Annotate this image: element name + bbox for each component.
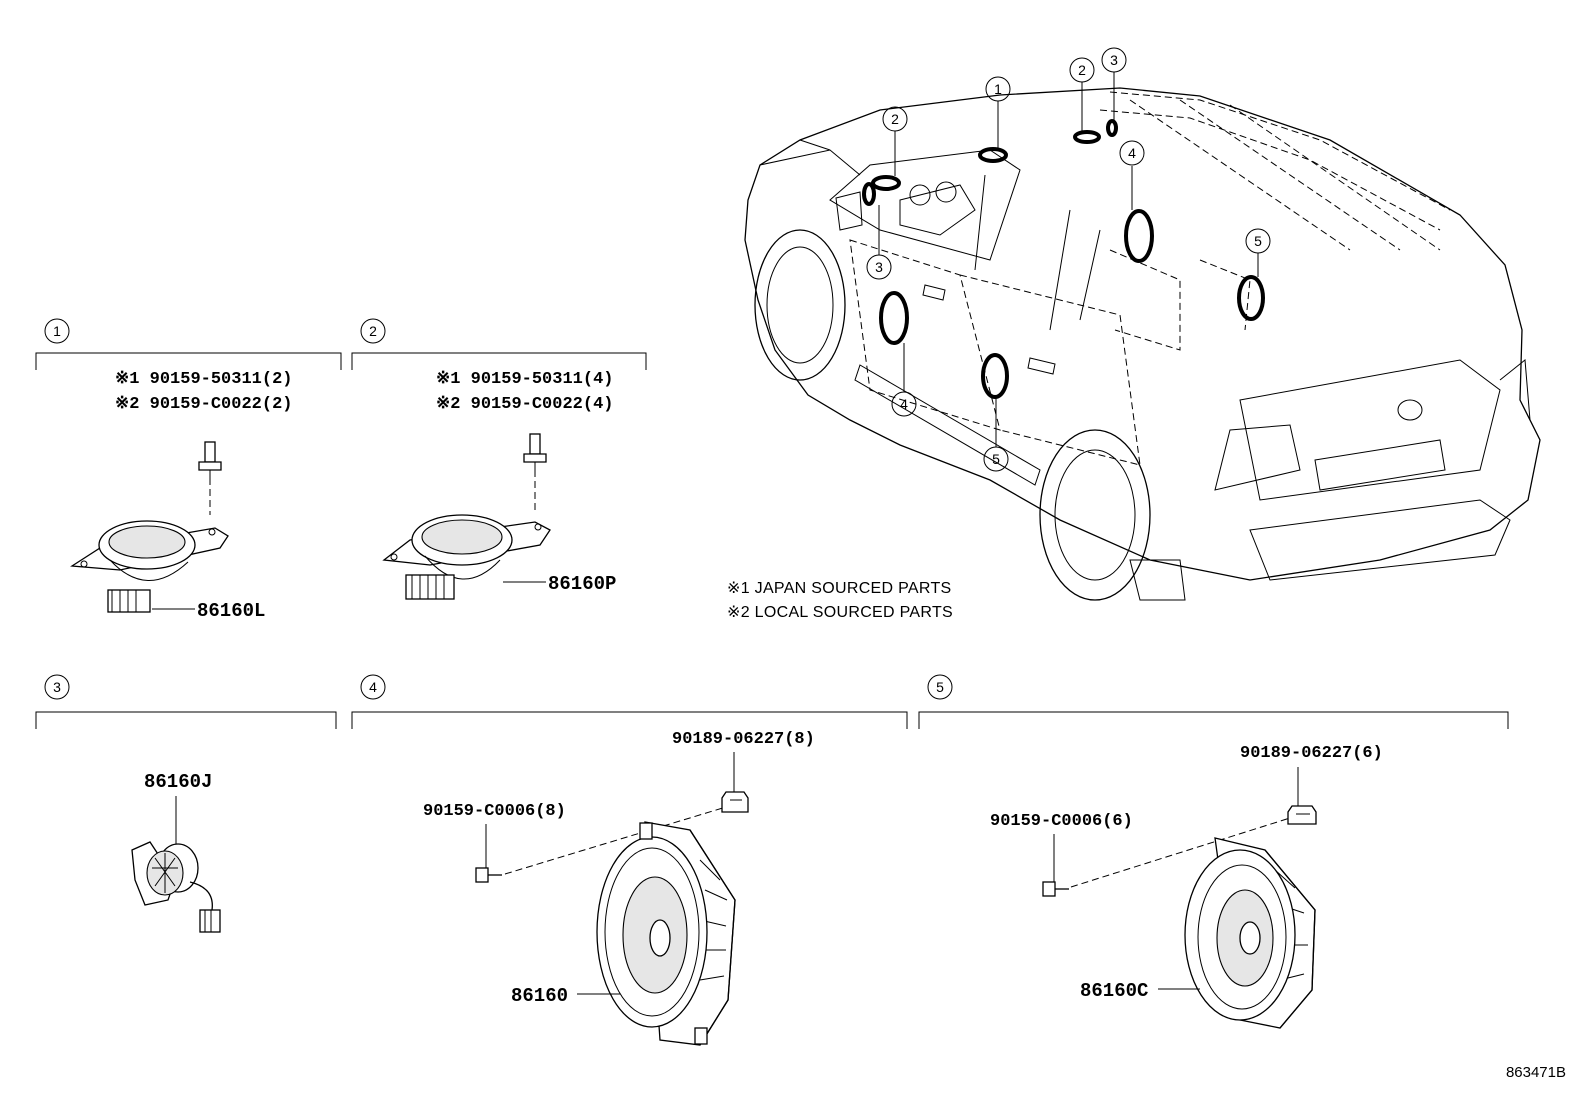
svg-text:4: 4 <box>1128 145 1136 161</box>
speaker-86160-drawing <box>596 821 736 1046</box>
group-5-callout: 5 <box>927 674 953 700</box>
group-2-bracket <box>351 352 647 370</box>
part-86160C-label: 86160C <box>1080 980 1148 1002</box>
car-callout-2-rear: 2 <box>1069 57 1095 83</box>
svg-text:1: 1 <box>994 81 1002 97</box>
group-2-japan-bolt-label: ※1 90159-50311(4) <box>436 370 613 389</box>
svg-text:2: 2 <box>369 323 377 339</box>
group-4-clip-label: 90189-06227(8) <box>672 730 815 749</box>
group-2-local-bolt-label: ※2 90159-C0022(4) <box>436 395 613 414</box>
speaker-86160C-drawing <box>1184 837 1316 1029</box>
group-5-clip-drawing <box>1287 805 1317 825</box>
car-callout-4-front: 4 <box>891 391 917 417</box>
svg-text:2: 2 <box>891 111 899 127</box>
part-86160L-label: 86160L <box>197 600 265 622</box>
car-callout-3-front: 3 <box>866 254 892 280</box>
speaker-86160P-drawing <box>382 514 551 600</box>
part-86160P-label: 86160P <box>548 573 616 595</box>
group-3-callout: 3 <box>44 674 70 700</box>
part-86160J-label: 86160J <box>144 771 212 793</box>
svg-text:4: 4 <box>369 679 377 695</box>
drawing-id: 863471B <box>1506 1064 1566 1081</box>
group-5-screw-label: 90159-C0006(6) <box>990 812 1133 831</box>
group-5-bracket <box>918 711 1509 729</box>
svg-text:5: 5 <box>992 451 1000 467</box>
group-4-screw-drawing <box>475 867 502 883</box>
group-5-clip-label: 90189-06227(6) <box>1240 744 1383 763</box>
group-2: 2 ※1 90159-50311(4) ※2 90159-C0022(4) 86… <box>351 318 647 600</box>
group-5-screw-drawing <box>1042 881 1069 897</box>
group-3: 3 86160J <box>35 674 337 933</box>
group-4-callout: 4 <box>360 674 386 700</box>
note-japan-sourced: ※1 JAPAN SOURCED PARTS <box>727 580 952 597</box>
speaker-location-markers <box>862 119 1265 399</box>
group-1-bracket <box>35 352 342 370</box>
car-callout-5-door: 5 <box>983 446 1009 472</box>
group-1-callout: 1 <box>44 318 70 344</box>
svg-text:3: 3 <box>53 679 61 695</box>
group-1-bolt-drawing <box>198 441 222 515</box>
svg-text:2: 2 <box>1078 62 1086 78</box>
car-callout-4-rear: 4 <box>1119 140 1145 166</box>
car-callout-3-rear: 3 <box>1101 47 1127 73</box>
group-1: 1 ※1 90159-50311(2) ※2 90159-C0022(2) 86… <box>35 318 342 622</box>
svg-text:3: 3 <box>875 259 883 275</box>
group-1-japan-bolt-label: ※1 90159-50311(2) <box>115 370 292 389</box>
group-1-local-bolt-label: ※2 90159-C0022(2) <box>115 395 292 414</box>
svg-text:5: 5 <box>936 679 944 695</box>
svg-text:1: 1 <box>53 323 61 339</box>
car-callout-2-front: 2 <box>882 106 908 132</box>
group-4-screw-label: 90159-C0006(8) <box>423 802 566 821</box>
car-callout-5-rear: 5 <box>1245 228 1271 254</box>
group-4: 4 90189-06227(8) 90159-C0006(8) 86160 <box>351 674 908 1046</box>
group-3-bracket <box>35 711 337 729</box>
vehicle-illustration: 2 1 2 3 4 3 4 5 5 <box>744 47 1541 601</box>
car-callout-1: 1 <box>985 76 1011 102</box>
svg-text:5: 5 <box>1254 233 1262 249</box>
group-4-clip-drawing <box>721 791 749 813</box>
speaker-86160J-drawing <box>131 841 221 933</box>
svg-text:3: 3 <box>1110 52 1118 68</box>
group-2-callout: 2 <box>360 318 386 344</box>
group-4-bracket <box>351 711 908 729</box>
group-2-bolt-drawing <box>523 433 547 510</box>
svg-text:4: 4 <box>900 396 908 412</box>
note-local-sourced: ※2 LOCAL SOURCED PARTS <box>727 604 953 621</box>
speaker-86160L-drawing <box>70 520 229 613</box>
group-5: 5 90189-06227(6) 90159-C0006(6) 86160C <box>918 674 1509 1029</box>
part-86160-label: 86160 <box>511 985 568 1007</box>
